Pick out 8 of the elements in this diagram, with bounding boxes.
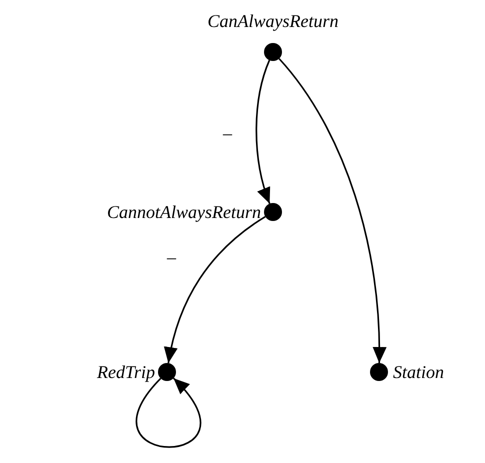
node-label: CanAlwaysReturn bbox=[208, 10, 338, 32]
arrow bbox=[256, 60, 271, 204]
node-label: CannotAlwaysReturn bbox=[107, 201, 261, 223]
arrow bbox=[278, 58, 386, 363]
node-label: Station bbox=[393, 361, 444, 383]
arrow bbox=[164, 216, 266, 364]
arrow bbox=[136, 378, 201, 448]
node-label: RedTrip bbox=[96, 361, 155, 383]
